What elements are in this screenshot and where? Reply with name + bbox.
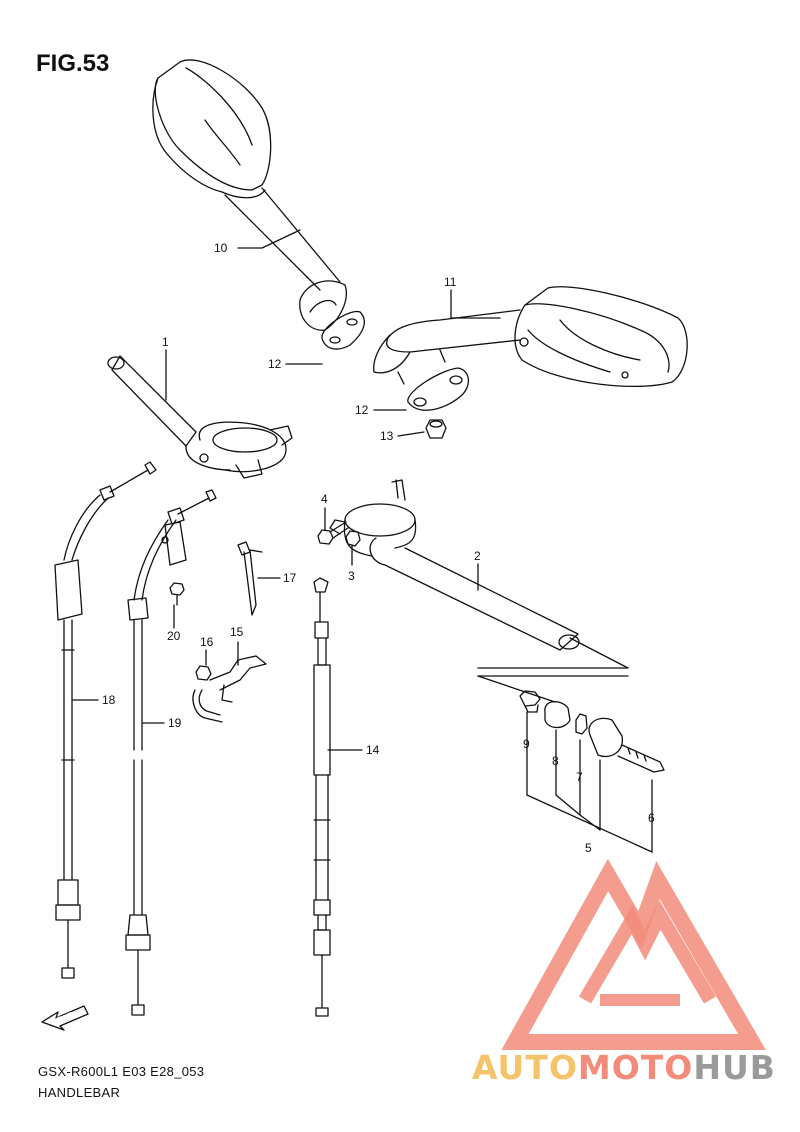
mirror-right-drawing bbox=[373, 286, 688, 388]
guide-17-drawing bbox=[237, 541, 263, 616]
callout-14: 14 bbox=[366, 743, 380, 757]
bolt-16-drawing bbox=[195, 665, 212, 681]
cable-14-drawing bbox=[313, 577, 331, 1017]
callout-4: 4 bbox=[321, 492, 328, 506]
callout-7: 7 bbox=[576, 770, 583, 784]
callout-19: 19 bbox=[168, 716, 182, 730]
callout-2: 2 bbox=[474, 549, 481, 563]
watermark-part2: MOTO bbox=[577, 1048, 694, 1087]
balancer-drawing bbox=[519, 690, 665, 773]
handlebar-left-drawing bbox=[107, 355, 293, 479]
callout-13: 13 bbox=[380, 429, 394, 443]
section-name: HANDLEBAR bbox=[38, 1085, 121, 1100]
watermark-brand: AUTOMOTOHUB bbox=[472, 1048, 776, 1087]
mirror-spacer-left-drawing bbox=[321, 310, 365, 350]
callout-10: 10 bbox=[214, 241, 228, 255]
callout-9: 9 bbox=[523, 737, 530, 751]
nut-3-drawing bbox=[345, 530, 361, 547]
cable-19-drawing bbox=[125, 489, 217, 1016]
callout-20: 20 bbox=[167, 629, 181, 643]
bolt-4-drawing bbox=[317, 521, 349, 545]
mirror-left-drawing bbox=[152, 59, 347, 331]
handlebar-right-drawing bbox=[329, 479, 580, 651]
callout-12b: 12 bbox=[355, 403, 369, 417]
callout-1: 1 bbox=[162, 335, 169, 349]
watermark-logo bbox=[501, 858, 766, 1050]
clamp-15-drawing bbox=[192, 655, 267, 723]
fwd-arrow-drawing bbox=[41, 1005, 89, 1031]
watermark-part3: HUB bbox=[693, 1048, 776, 1087]
callout-18: 18 bbox=[102, 693, 116, 707]
cable-18-drawing bbox=[54, 461, 157, 979]
callout-5: 5 bbox=[585, 841, 592, 855]
callout-12a: 12 bbox=[268, 357, 282, 371]
callout-11: 11 bbox=[444, 275, 457, 289]
callout-16: 16 bbox=[200, 635, 214, 649]
callout-3: 3 bbox=[348, 569, 355, 583]
figure-title: FIG.53 bbox=[36, 50, 110, 77]
callout-17: 17 bbox=[283, 571, 297, 585]
callout-15: 15 bbox=[230, 625, 244, 639]
callout-labels: 1 2 3 4 5 6 7 8 9 10 11 12 12 13 14 15 1… bbox=[55, 241, 655, 1025]
callout-6: 6 bbox=[648, 811, 655, 825]
bolt-20-drawing bbox=[169, 582, 185, 606]
watermark-part1: AUTO bbox=[472, 1048, 578, 1087]
model-code: GSX-R600L1 E03 E28_053 bbox=[38, 1064, 205, 1079]
mirror-spacer-right-drawing bbox=[407, 367, 469, 411]
callout-8: 8 bbox=[552, 754, 559, 768]
mirror-nut-drawing bbox=[425, 419, 447, 439]
